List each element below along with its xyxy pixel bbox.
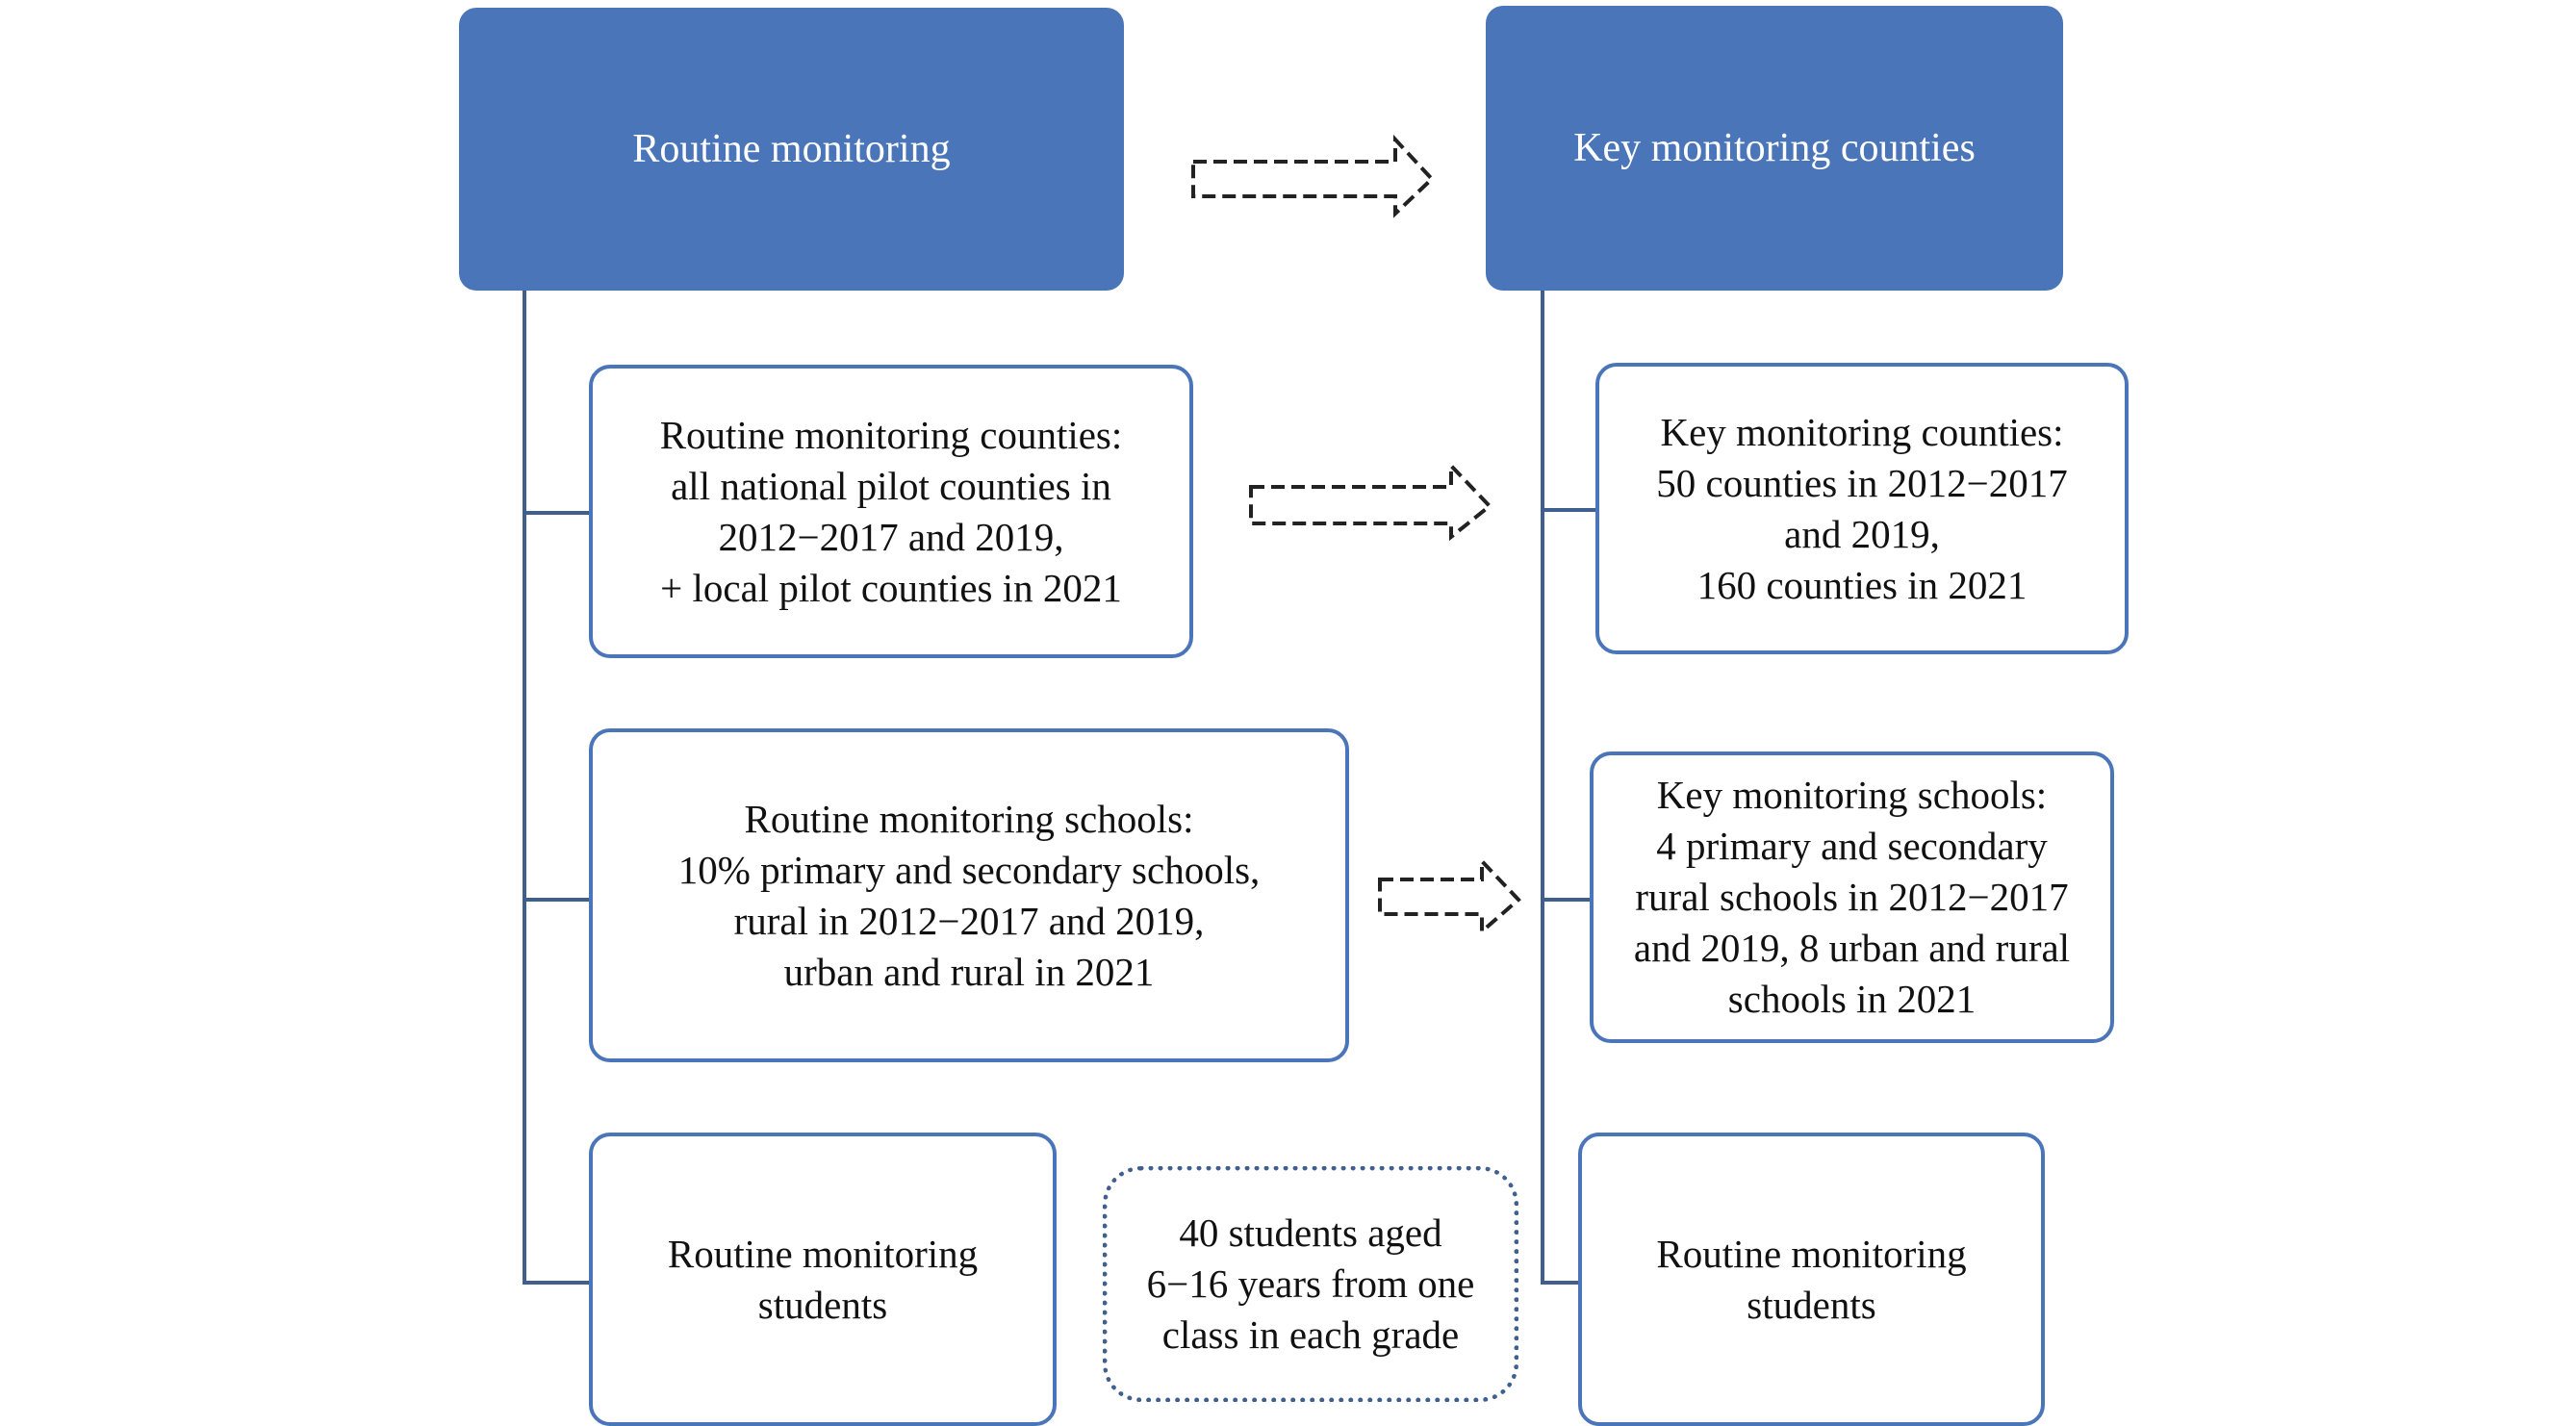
routine-students-box-right: Routine monitoring students (1578, 1133, 2045, 1426)
arrow-schools (1378, 855, 1521, 936)
routine-counties-box: Routine monitoring counties: all nationa… (589, 365, 1193, 658)
routine-students-box-left: Routine monitoring students (589, 1133, 1057, 1426)
key-schools-box: Key monitoring schools: 4 primary and se… (1590, 751, 2114, 1043)
routine-monitoring-header: Routine monitoring (459, 8, 1124, 291)
arrow-counties (1249, 461, 1492, 542)
student-sampling-note: 40 students aged 6−16 years from one cla… (1103, 1166, 1518, 1402)
key-counties-box: Key monitoring counties: 50 counties in … (1595, 363, 2129, 654)
routine-schools-box: Routine monitoring schools: 10% primary … (589, 728, 1349, 1062)
key-monitoring-counties-header: Key monitoring counties (1486, 6, 2063, 291)
arrow-header (1191, 134, 1435, 218)
